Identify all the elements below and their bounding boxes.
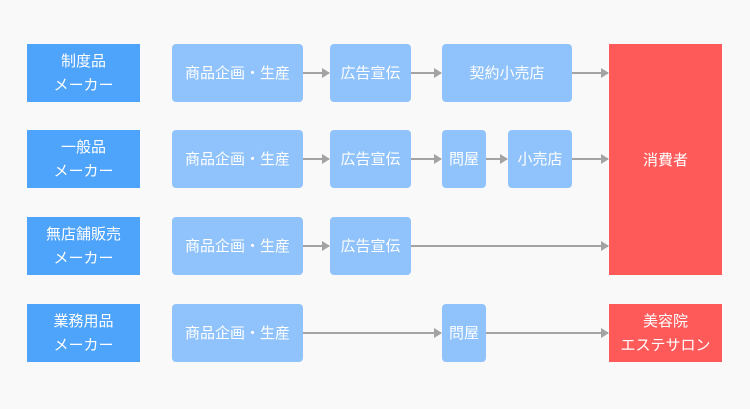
advertising-step-3: 広告宣伝: [330, 217, 411, 275]
advertising-step-1: 広告宣伝: [330, 44, 411, 102]
maker-gyomuyo: 業務用品 メーカー: [27, 304, 140, 362]
arrow: [486, 328, 609, 338]
maker-ippanhin: 一般品 メーカー: [27, 130, 140, 188]
arrow: [303, 154, 330, 164]
arrow: [303, 241, 330, 251]
planning-step-1: 商品企画・生産: [172, 44, 303, 102]
arrow: [572, 154, 609, 164]
planning-step-2: 商品企画・生産: [172, 130, 303, 188]
planning-step-4: 商品企画・生産: [172, 304, 303, 362]
retailer-step: 小売店: [508, 130, 572, 188]
advertising-step-2: 広告宣伝: [330, 130, 411, 188]
contract-retailer-step: 契約小売店: [442, 44, 572, 102]
arrow: [411, 241, 609, 251]
salon-box: 美容院 エステサロン: [609, 304, 722, 362]
arrow: [411, 68, 442, 78]
consumer-box: 消費者: [609, 44, 722, 275]
arrow: [572, 68, 609, 78]
maker-mutenpo: 無店舗販売 メーカー: [27, 217, 140, 275]
arrow: [303, 68, 330, 78]
maker-seidohin: 制度品 メーカー: [27, 44, 140, 102]
wholesaler-step-1: 問屋: [442, 130, 486, 188]
arrow: [411, 154, 442, 164]
arrow: [303, 328, 442, 338]
arrow: [486, 154, 508, 164]
wholesaler-step-2: 問屋: [442, 304, 486, 362]
planning-step-3: 商品企画・生産: [172, 217, 303, 275]
